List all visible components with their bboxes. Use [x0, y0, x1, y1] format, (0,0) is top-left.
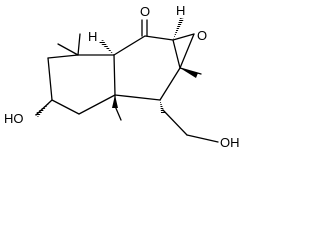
bond: [47, 57, 53, 101]
bond: [162, 109, 188, 136]
bond: [113, 35, 146, 56]
bond: [114, 94, 161, 101]
bond: [77, 33, 81, 56]
bond: [114, 105, 122, 121]
hashed-wedge: [99, 40, 114, 55]
hydrogen-top-label: H: [88, 29, 97, 44]
bond: [78, 94, 116, 115]
bond: [57, 43, 79, 56]
epoxide-bond: [172, 33, 195, 41]
bond: [47, 54, 79, 59]
bond: [144, 35, 174, 41]
hashed-wedge: [173, 18, 184, 40]
hydroxyl-left-label: HO: [4, 111, 24, 126]
epoxide-oxygen-label: O: [197, 28, 207, 43]
hashed-wedge: [160, 100, 165, 113]
molecule-diagram: O O HO OH H H: [4, 3, 240, 150]
hydrogen-top-right-label: H: [176, 3, 185, 18]
epoxide-bond: [179, 33, 195, 69]
hydroxyl-right-label: OH: [220, 135, 240, 150]
bond: [113, 54, 116, 96]
bond: [172, 39, 181, 69]
bond: [51, 99, 80, 115]
carbonyl-oxygen-label: O: [140, 4, 150, 19]
bond: [186, 134, 219, 143]
solid-wedge: [180, 68, 198, 78]
hashed-wedge: [35, 100, 52, 117]
solid-wedge: [112, 95, 118, 108]
bond: [159, 67, 181, 101]
structure-svg: O O HO OH H H: [4, 3, 240, 150]
